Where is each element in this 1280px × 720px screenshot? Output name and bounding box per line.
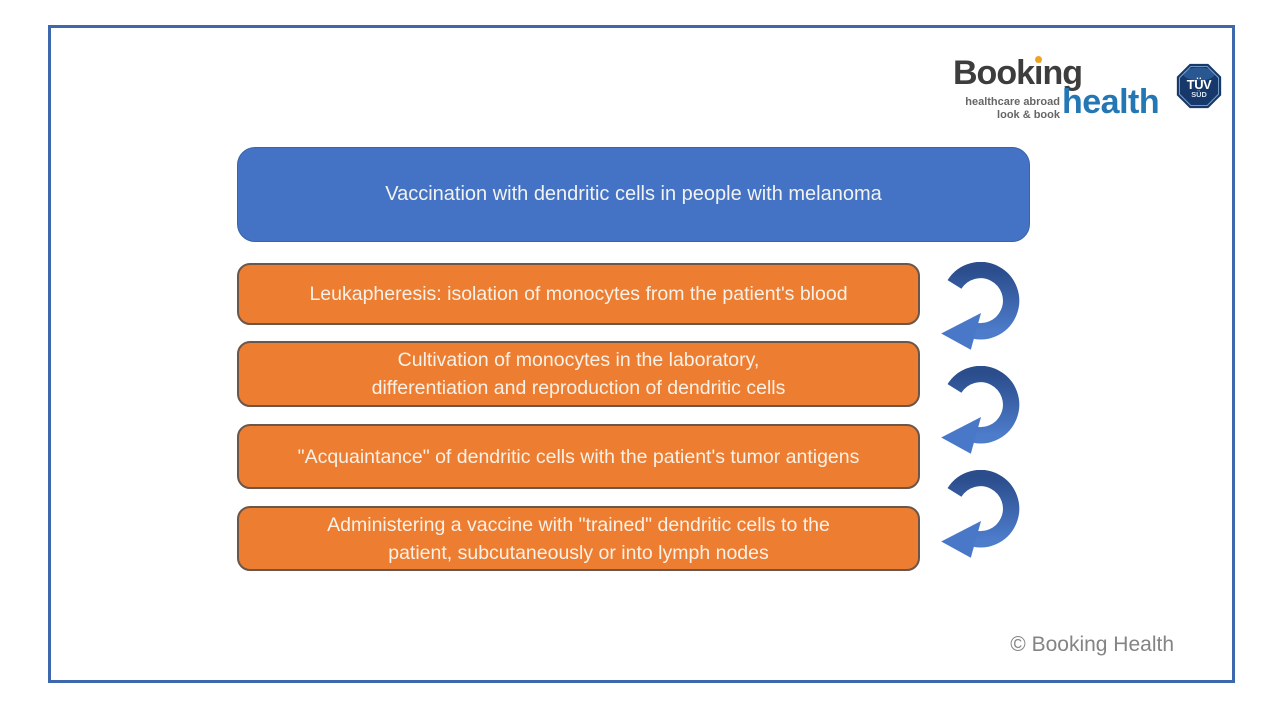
logo-booking-part3: ng bbox=[1042, 54, 1083, 92]
step-3-label: "Acquaintance" of dendritic cells with t… bbox=[297, 445, 860, 468]
step-2-label: Cultivation of monocytes in the laborato… bbox=[371, 349, 786, 399]
logo-booking-text: Booking bbox=[953, 54, 1083, 92]
step-1-label: Leukapheresis: isolation of monocytes fr… bbox=[309, 283, 848, 305]
step-box-4: Administering a vaccine with "trained" d… bbox=[237, 506, 920, 571]
curved-arrow-icon bbox=[941, 470, 1020, 558]
curved-arrow-icon bbox=[941, 262, 1020, 350]
logo-health-text: health bbox=[1062, 83, 1160, 121]
copyright-text: © Booking Health bbox=[1010, 633, 1174, 656]
step-box-3: "Acquaintance" of dendritic cells with t… bbox=[237, 424, 920, 489]
logo-tagline: healthcare abroad look & book bbox=[965, 96, 1060, 122]
logo-tagline-line2: look & book bbox=[997, 109, 1060, 121]
title-text: Vaccination with dendritic cells in peop… bbox=[385, 183, 882, 205]
step-box-1: Leukapheresis: isolation of monocytes fr… bbox=[237, 263, 920, 325]
curved-arrow-icon bbox=[941, 366, 1020, 454]
tuv-sud-badge-icon: TÜV SÜD bbox=[1176, 63, 1222, 109]
step-box-2: Cultivation of monocytes in the laborato… bbox=[237, 341, 920, 407]
slide-border-frame bbox=[48, 25, 1235, 683]
logo-i-orange-dot: i bbox=[1034, 54, 1044, 92]
title-box: Vaccination with dendritic cells in peop… bbox=[237, 147, 1030, 242]
logo-tagline-line1: healthcare abroad bbox=[965, 96, 1060, 108]
logo-booking-part1: Book bbox=[953, 54, 1035, 92]
badge-tuv-text: TÜV bbox=[1187, 77, 1212, 92]
badge-sud-text: SÜD bbox=[1191, 90, 1207, 99]
step-4-label: Administering a vaccine with "trained" d… bbox=[327, 513, 830, 564]
